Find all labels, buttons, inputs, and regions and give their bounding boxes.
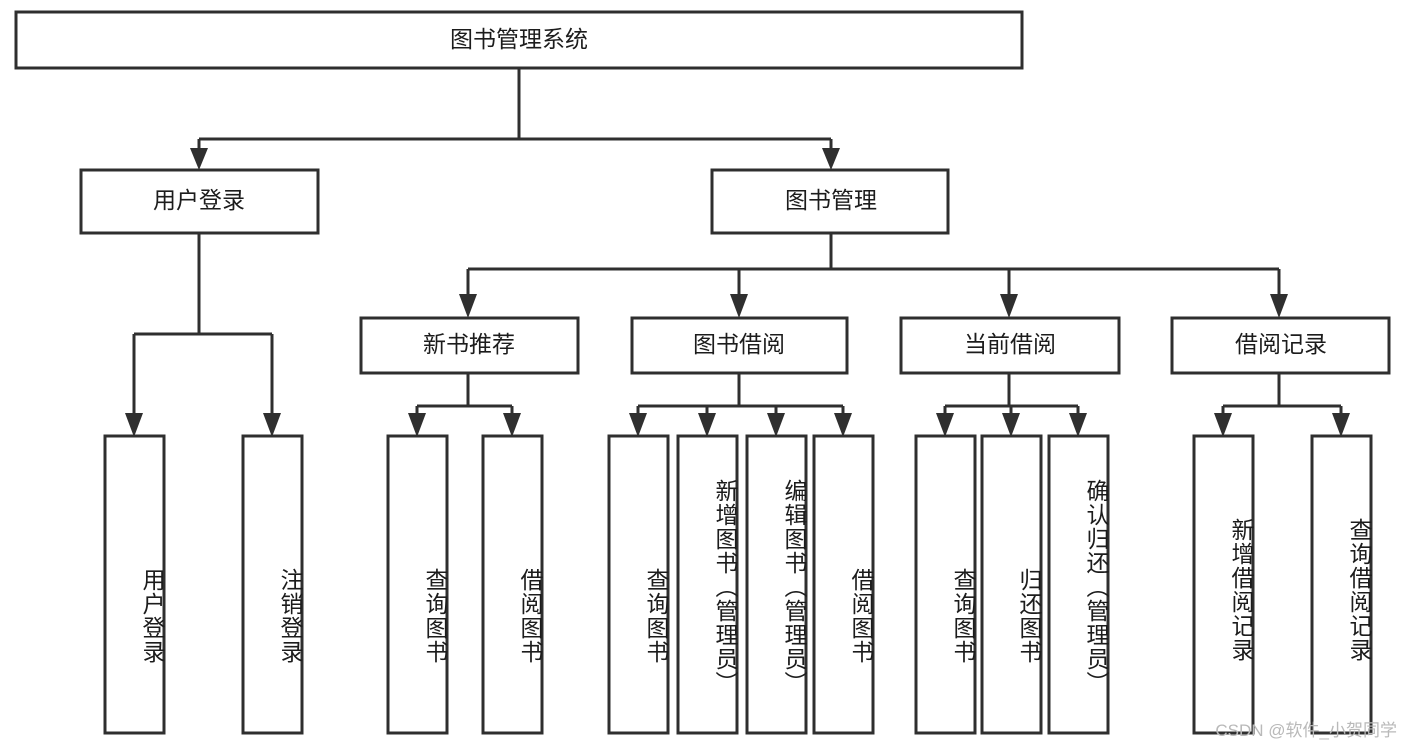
node-new-book-rec-box[interactable] [359,316,580,375]
arrow-to-borrowrecord-icon [1270,294,1288,318]
arrow-leaf-8-icon [834,413,852,437]
node-user-login-box[interactable] [79,168,320,235]
node-leaf-4-box[interactable] [481,434,544,735]
node-book-borrow-label: 图书借阅 [693,331,785,357]
arrow-leaf-11-icon [1069,413,1087,437]
arrow-leaf-3-icon [408,413,426,437]
node-current-borrow-label: 当前借阅 [964,331,1056,357]
node-user-login-label: 用户登录 [153,187,245,213]
arrow-leaf-13-icon [1332,413,1350,437]
node-root-box[interactable] [14,10,1024,70]
arrow-to-currentborrow-icon [1000,294,1018,318]
nodes-group: 图书管理系统 用户登录 图书管理 新书推荐 图书借阅 当前借阅 借阅记录 [14,10,1391,735]
arrow-leaf-4-icon [503,413,521,437]
node-leaf-7-box[interactable] [745,434,808,735]
arrow-leaf-12-icon [1214,413,1232,437]
node-current-borrow-box[interactable] [899,316,1121,375]
node-borrow-record-box[interactable] [1170,316,1391,375]
arrow-to-newbook-icon [459,294,477,318]
arrow-to-borrowbook-icon [730,294,748,318]
node-leaf-5-box[interactable] [607,434,670,735]
arrow-leaf-5-icon [629,413,647,437]
node-leaf-2-box[interactable] [241,434,304,735]
arrow-leaf-1-icon [125,413,143,437]
node-book-borrow-box[interactable] [630,316,849,375]
arrow-to-book-mgmt-icon [822,148,840,170]
node-leaf-6-box[interactable] [676,434,739,735]
node-root-label: 图书管理系统 [450,26,588,52]
node-leaf-1-box[interactable] [103,434,166,735]
arrow-leaf-10-icon [1002,413,1020,437]
node-book-mgmt-box[interactable] [710,168,950,235]
arrow-to-user-login-icon [190,148,208,170]
arrow-leaf-2-icon [263,413,281,437]
node-leaf-9-box[interactable] [914,434,977,735]
node-borrow-record-label: 借阅记录 [1235,331,1327,357]
edges-group [125,68,1350,437]
node-leaf-12-box[interactable] [1192,434,1255,735]
node-leaf-11-box[interactable] [1047,434,1110,735]
watermark-text: CSDN @软件_小贺同学 [1215,721,1397,740]
node-leaf-3-box[interactable] [386,434,449,735]
arrow-leaf-9-icon [936,413,954,437]
node-new-book-rec-label: 新书推荐 [423,331,515,357]
arrow-leaf-6-icon [698,413,716,437]
node-leaf-13-box[interactable] [1310,434,1373,735]
arrow-leaf-7-icon [767,413,785,437]
node-leaf-10-box[interactable] [980,434,1043,735]
node-book-mgmt-label: 图书管理 [785,187,877,213]
node-leaf-8-box[interactable] [812,434,875,735]
